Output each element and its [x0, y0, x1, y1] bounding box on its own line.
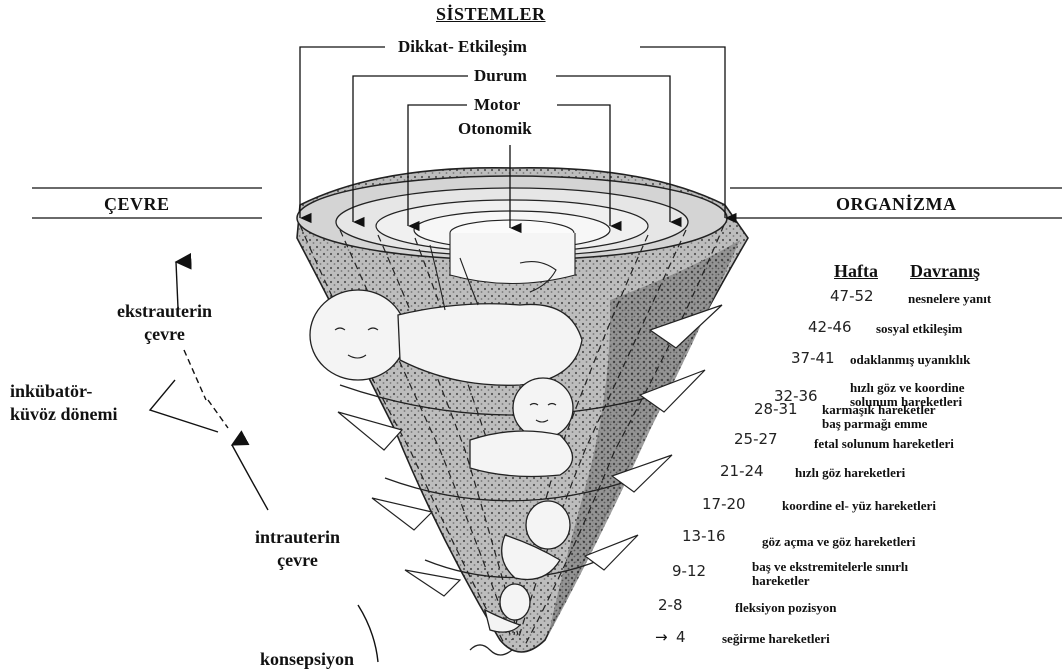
stage-behavior: karmaşık hareketler baş parmağı emme: [822, 403, 936, 431]
stage-week: 37-41: [791, 349, 835, 367]
stage-behavior: fleksiyon pozisyon: [735, 601, 837, 615]
stage-week: 2-8: [658, 596, 683, 614]
environment-heading: ÇEVRE: [104, 194, 170, 215]
stage-week: 4: [676, 628, 686, 646]
incubator-label: inkübatör- küvöz dönemi: [10, 380, 118, 426]
stage-behavior: odaklanmış uyanıklık: [850, 353, 970, 367]
stage-week: 17-20: [702, 495, 746, 513]
stage-week: 21-24: [720, 462, 764, 480]
stage-week: 25-27: [734, 430, 778, 448]
systems-title: SİSTEMLER: [436, 4, 546, 25]
stage-behavior: sosyal etkileşim: [876, 322, 962, 336]
arrow-right-icon: →: [655, 628, 668, 646]
stage-behavior: koordine el- yüz hareketleri: [782, 499, 936, 513]
stage-behavior: fetal solunum hareketleri: [814, 437, 954, 451]
stage-week: 9-12: [672, 562, 706, 580]
system-label-autonomic: Otonomik: [458, 119, 532, 139]
behavior-column-header: Davranış: [910, 261, 980, 282]
system-label-attention: Dikkat- Etkileşim: [398, 37, 527, 57]
stage-week: 47-52: [830, 287, 874, 305]
conception-label: konsepsiyon: [260, 648, 354, 671]
week-column-header: Hafta: [834, 261, 878, 282]
cone-body: [297, 168, 748, 655]
stage-week: 42-46: [808, 318, 852, 336]
organism-heading: ORGANİZMA: [836, 194, 957, 215]
intrauterine-label: intrauterin çevre: [255, 526, 340, 572]
system-label-state: Durum: [474, 66, 527, 86]
stage-behavior: göz açma ve göz hareketleri: [762, 535, 916, 549]
stage-week: 28-31: [754, 400, 798, 418]
stage-week: 13-16: [682, 527, 726, 545]
stage-behavior: nesnelere yanıt: [908, 292, 991, 306]
extrauterine-label: ekstrauterin çevre: [117, 300, 212, 346]
stage-behavior: hızlı göz hareketleri: [795, 466, 905, 480]
stage-behavior: baş ve ekstremitelerle sınırlı hareketle…: [752, 560, 908, 588]
stage-behavior: seğirme hareketleri: [722, 632, 830, 646]
system-label-motor: Motor: [474, 95, 520, 115]
